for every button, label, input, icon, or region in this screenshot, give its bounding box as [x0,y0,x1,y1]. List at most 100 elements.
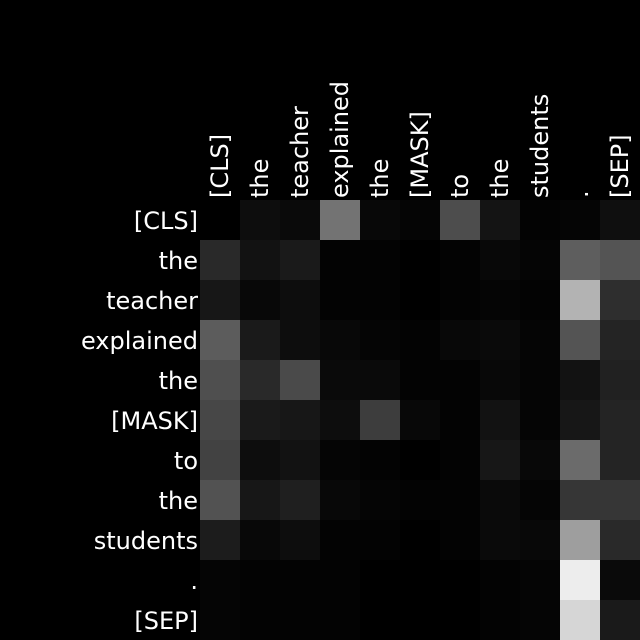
heatmap-cell [440,320,480,360]
heatmap-cell [440,480,480,520]
heatmap-cell [200,440,240,480]
heatmap-cell [360,280,400,320]
heatmap-cell [600,520,640,560]
heatmap-cell [520,280,560,320]
heatmap-cell [200,400,240,440]
heatmap-cell [280,320,320,360]
heatmap-cell [520,440,560,480]
y-tick-label: [CLS] [134,207,198,235]
heatmap-cell [440,520,480,560]
heatmap-cell [240,400,280,440]
heatmap-cell [320,240,360,280]
heatmap-cell [280,440,320,480]
heatmap-cell [520,320,560,360]
heatmap-cell [240,440,280,480]
x-tick-label: [SEP] [606,134,634,198]
y-tick-label: teacher [106,287,198,315]
heatmap-cell [600,560,640,600]
heatmap-cell [600,400,640,440]
heatmap-cell [240,480,280,520]
x-tick-label: to [446,174,474,198]
heatmap-cell [520,560,560,600]
heatmap-cell [280,560,320,600]
heatmap-cell [440,600,480,640]
heatmap-cell [440,360,480,400]
heatmap-cell [200,480,240,520]
heatmap-cell [560,560,600,600]
heatmap-cell [480,560,520,600]
heatmap-cell [280,400,320,440]
heatmap-cell [240,360,280,400]
heatmap-cell [280,200,320,240]
heatmap-cell [240,280,280,320]
y-tick-labels: [CLS]theteacherexplainedthe[MASK]tothest… [81,207,198,635]
heatmap-cell [200,320,240,360]
heatmap-cell [520,400,560,440]
heatmap-cell [520,200,560,240]
heatmap-cell [440,200,480,240]
x-tick-label: explained [326,81,354,198]
heatmap-cell [520,480,560,520]
heatmap-cell [480,480,520,520]
heatmap-cell [520,600,560,640]
heatmap-cell [200,360,240,400]
heatmap-cell [240,600,280,640]
x-tick-label: the [486,159,514,198]
heatmap-cell [360,320,400,360]
heatmap-cell [320,400,360,440]
heatmap-cell [240,240,280,280]
x-tick-label: teacher [286,106,314,198]
heatmap-cell [240,200,280,240]
heatmap-cell [360,480,400,520]
heatmap-cell [360,520,400,560]
heatmap-cell [560,280,600,320]
heatmap-cell [320,480,360,520]
heatmap-cell [320,440,360,480]
heatmap-cell [480,440,520,480]
heatmap-cell [440,240,480,280]
x-tick-label: . [566,190,594,198]
heatmap-cell [560,480,600,520]
heatmap-cell [520,240,560,280]
x-tick-label: the [366,159,394,198]
heatmap-cell [280,240,320,280]
heatmap-cell [200,520,240,560]
y-tick-label: explained [81,327,198,355]
heatmap-cell [560,520,600,560]
heatmap-cell [480,240,520,280]
heatmap-cell [360,440,400,480]
heatmap-cell [600,200,640,240]
heatmap-cell [320,320,360,360]
heatmap-cell [600,360,640,400]
x-tick-label: [MASK] [406,111,434,198]
heatmap-cell [360,360,400,400]
heatmap-cell [240,320,280,360]
heatmap-cell [600,440,640,480]
y-tick-label: the [159,367,198,395]
heatmap-cell [480,600,520,640]
heatmap-cell [400,440,440,480]
heatmap-cell [480,400,520,440]
heatmap-cells [200,200,640,640]
heatmap-cell [440,400,480,440]
heatmap-cell [480,200,520,240]
heatmap-cell [560,440,600,480]
heatmap-cell [360,600,400,640]
heatmap-cell [400,360,440,400]
heatmap-cell [280,480,320,520]
y-tick-label: to [174,447,198,475]
heatmap-cell [320,600,360,640]
heatmap-cell [600,240,640,280]
heatmap-cell [320,560,360,600]
heatmap-cell [480,280,520,320]
heatmap-cell [560,400,600,440]
heatmap-cell [400,320,440,360]
heatmap-cell [400,560,440,600]
y-tick-label: the [159,247,198,275]
heatmap-cell [480,520,520,560]
heatmap-cell [240,520,280,560]
heatmap-cell [280,520,320,560]
heatmap-cell [360,240,400,280]
heatmap-cell [600,280,640,320]
